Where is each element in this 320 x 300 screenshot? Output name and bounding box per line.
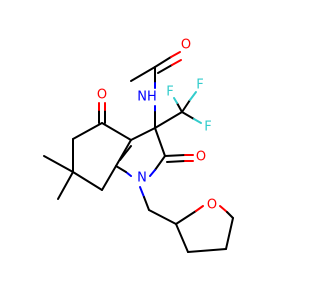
atom-n-ring: N (137, 171, 147, 186)
bond-carbonyl-o-double-red (171, 59, 182, 66)
bond-thf-c4-c3 (187, 248, 227, 253)
atom-o-acetyl: O (181, 38, 191, 53)
bond-c2-o-black (164, 154, 186, 157)
bond-carbonyl-o-black (154, 56, 172, 68)
bond-c2-n1-black (154, 155, 166, 171)
bond-thf-c5-c4 (225, 217, 234, 250)
atom-f-mid: F (204, 120, 211, 135)
bond-n1-ch2-blue (139, 186, 145, 198)
bond-c4-c5 (72, 122, 103, 140)
bond-cf3-f-mid-black (181, 111, 195, 120)
atom-f-left: F (166, 85, 173, 100)
atom-o-ketone: O (97, 88, 107, 103)
bond-c3-c2 (154, 127, 166, 157)
bond-c6-methyl-b (57, 171, 74, 200)
bond-carbonyl-o-red (170, 51, 181, 58)
bond-cf3-f-top-black (181, 99, 191, 113)
bond-cf3-f-top-cyan (189, 91, 197, 101)
bond-c7a-c3a-double (119, 145, 132, 161)
bond-ch2-thf (148, 209, 177, 225)
molecule-structure: O NH F F F O O N O (43, 38, 234, 253)
bond-cf3-f-left-black (176, 102, 183, 113)
bond-n1-c7a-blue (125, 171, 132, 177)
bond-thf-c3-c2 (175, 223, 189, 253)
bond-thf-c2-o-black (175, 210, 197, 225)
bond-cf3-f-mid-cyan (193, 118, 202, 124)
bond-c7a-c3a (115, 139, 132, 167)
molecule-canvas: O NH F F F O O N O (43, 38, 234, 253)
bond-thf-o-c5-red (219, 205, 228, 213)
bond-cf3-f-left-cyan (173, 97, 178, 104)
bond-carbonyl-o-double-black (157, 64, 173, 74)
bond-n1-c7a-black (115, 165, 127, 173)
bond-c3-cf3 (154, 111, 183, 129)
bond-methyl-carbonyl (130, 66, 156, 82)
bond-c6-c7 (72, 171, 103, 191)
bond-n1-ch2-black (143, 196, 150, 211)
atom-o-lactam: O (196, 150, 206, 165)
bond-c2-o-double-black (166, 160, 186, 163)
bond-thf-c2-o-red (195, 205, 204, 212)
atom-nh: NH (137, 90, 157, 105)
bond-c6-methyl-a (43, 155, 74, 173)
bond-c7-c7a (101, 165, 117, 191)
atom-f-top: F (196, 78, 203, 93)
bond-c3-c3a (130, 127, 156, 141)
bond-c3a-c4 (101, 122, 132, 141)
atom-o-thf: O (207, 198, 217, 213)
bond-thf-o-c5-black (226, 211, 234, 219)
bond-c2-n1-blue (149, 169, 156, 177)
